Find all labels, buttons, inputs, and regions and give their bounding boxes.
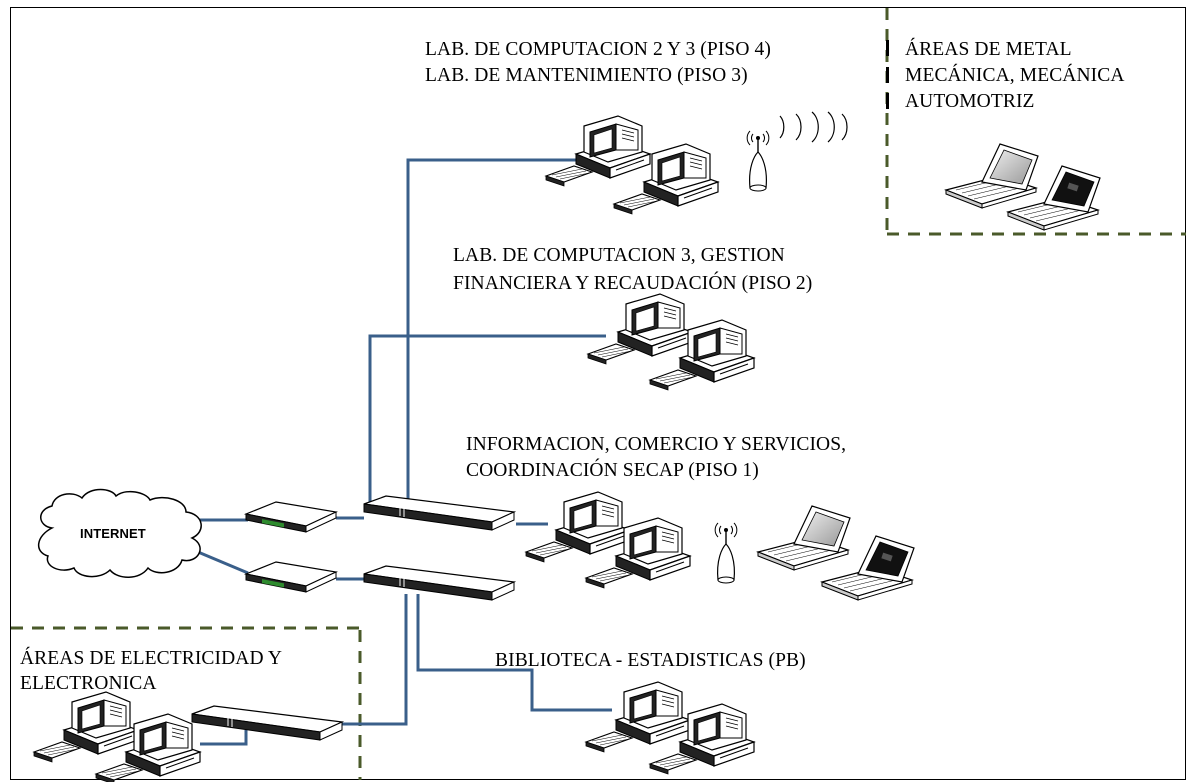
label-metal-line1: ÁREAS DE METAL xyxy=(905,39,1072,60)
laptop-metal-1 xyxy=(945,143,1039,209)
label-bullet-3 xyxy=(886,93,889,109)
label-metal-line2: MECÁNICA, MECÁNICA xyxy=(905,65,1125,86)
laptop-piso1-1 xyxy=(757,505,851,571)
switch-main-upper xyxy=(363,495,515,531)
internet-cloud xyxy=(38,488,202,578)
switch-electricidad xyxy=(191,705,343,741)
pc-piso4-1 xyxy=(545,115,651,187)
label-pb: BIBLIOTECA - ESTADISTICAS (PB) xyxy=(495,650,806,671)
modem-1 xyxy=(245,501,337,533)
pc-pb-1 xyxy=(585,681,691,753)
label-piso2-line2: FINANCIERA Y RECAUDACIÓN (PISO 2) xyxy=(453,273,813,294)
label-piso1-line2: COORDINACIÓN SECAP (PISO 1) xyxy=(466,460,759,481)
zone-metal-border xyxy=(885,8,1186,236)
pc-electricidad-1 xyxy=(33,691,139,763)
label-piso4-line2: LAB. DE MANTENIMIENTO (PISO 3) xyxy=(425,65,748,86)
label-electricidad-line2: ELECTRONICA xyxy=(20,673,157,694)
zone-electricidad-border xyxy=(11,626,362,780)
pc-piso2-1 xyxy=(587,293,693,365)
label-internet: INTERNET xyxy=(80,526,146,541)
label-piso2-line1: LAB. DE COMPUTACION 3, GESTION xyxy=(453,245,785,266)
modem-2 xyxy=(245,561,337,593)
label-piso4-line1: LAB. DE COMPUTACION 2 Y 3 (PISO 4) xyxy=(425,39,771,60)
label-electricidad-line1: ÁREAS DE ELECTRICIDAD Y xyxy=(20,648,283,669)
access-point-piso1 xyxy=(714,522,738,584)
diagram-frame xyxy=(10,7,1186,780)
wifi-waves-icon xyxy=(779,111,848,143)
label-bullet-1 xyxy=(886,40,889,56)
label-bullet-2 xyxy=(886,67,889,83)
pc-piso1-1 xyxy=(525,491,631,563)
label-piso1-line1: INFORMACION, COMERCIO Y SERVICIOS, xyxy=(466,434,847,455)
access-point-piso4 xyxy=(746,130,770,192)
label-metal-line3: AUTOMOTRIZ xyxy=(905,91,1035,112)
switch-main-lower xyxy=(363,565,515,601)
